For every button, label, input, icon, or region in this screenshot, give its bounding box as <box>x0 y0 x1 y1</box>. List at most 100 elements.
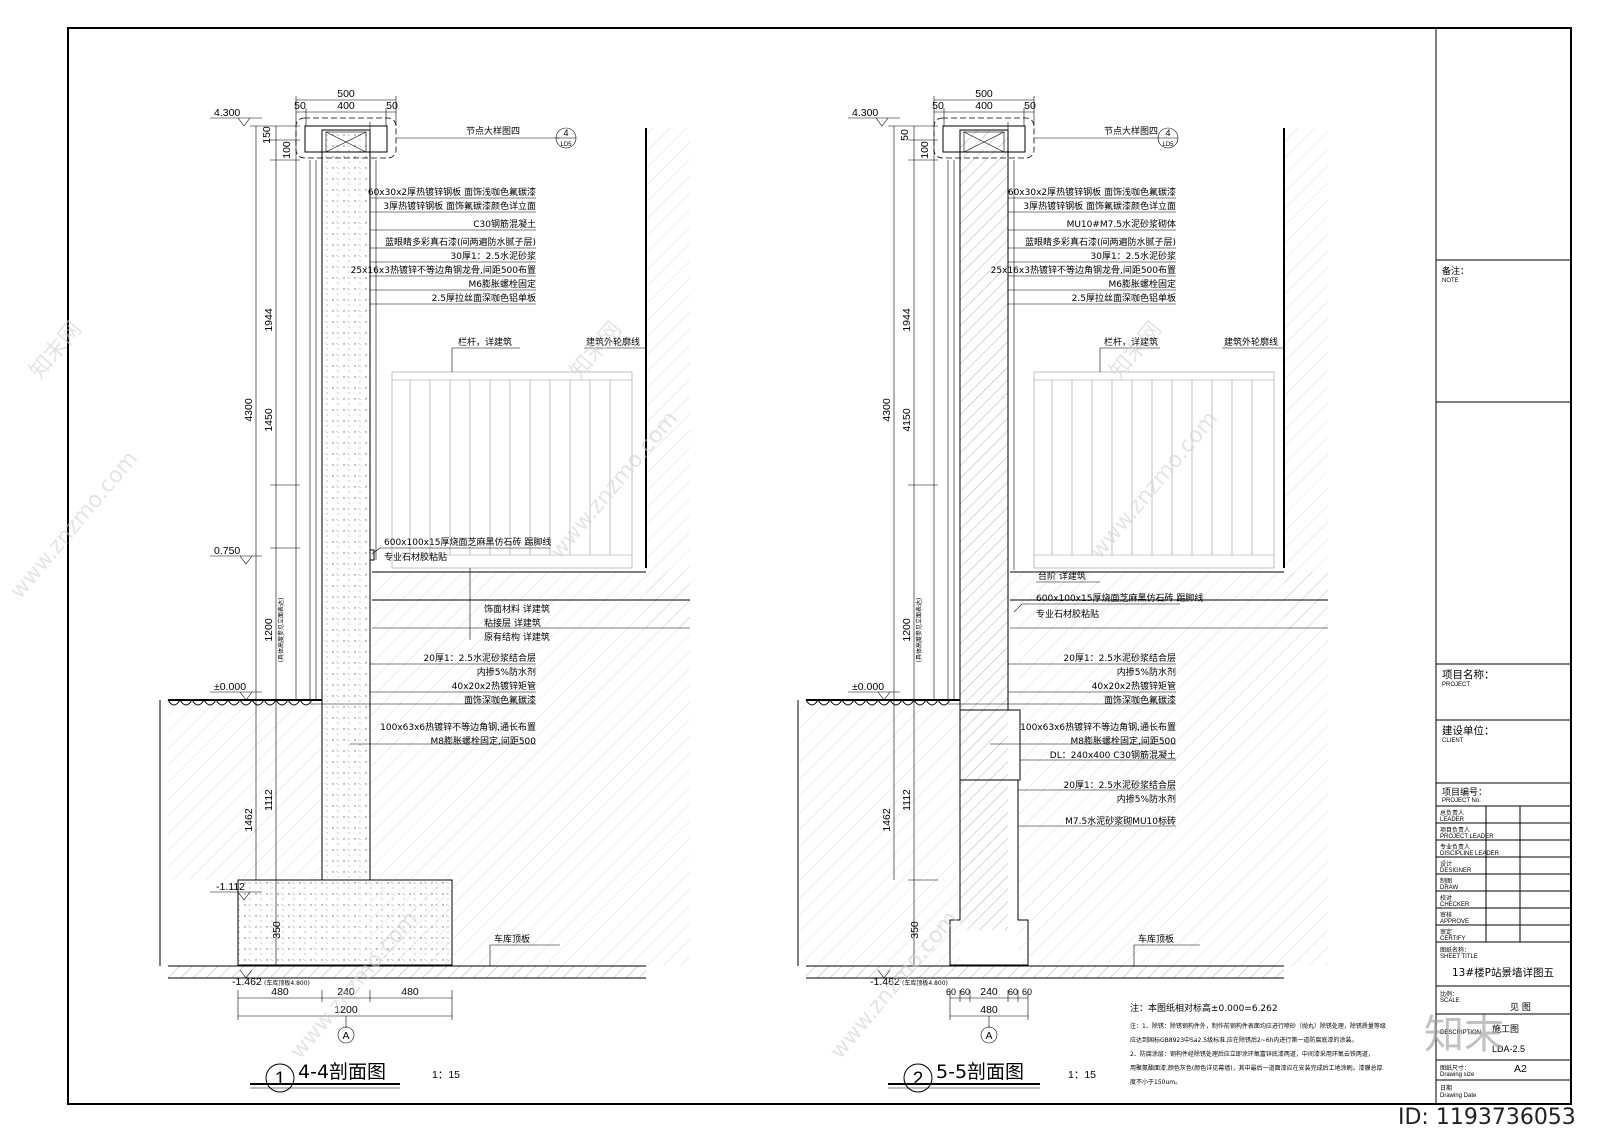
project-label-en: PROJECT <box>1442 682 1470 688</box>
watermark-brand-3: 知末网 <box>1105 317 1167 384</box>
dim-left-i: 350 <box>271 921 283 939</box>
dim-bottom-mid-2: 240 <box>980 986 998 998</box>
client-label: 建设单位： <box>1442 724 1495 737</box>
node-ref-callout: 节点大样图四 4 LD5 <box>396 125 577 149</box>
callout-7: M6膨胀螺栓固定 <box>469 278 537 290</box>
callout-1-2: 60x30x2厚热镀锌钢板 面饰浅咖色氟碳漆 <box>1008 186 1176 198</box>
dim-bottom-total-2: 480 <box>980 1004 998 1016</box>
section-scale-2: 1：15 <box>1068 1069 1096 1081</box>
stage-value: 施工图 <box>1492 1023 1519 1035</box>
role-7-en: APPROVE <box>1440 919 1469 925</box>
note-line-5: 用聚氨酯面漆,颜色灰色(颜色详见幕墙)，其中最后一道面漆应在安装完成后工地涂刷。… <box>1130 1064 1383 1072</box>
material-callouts-2: 60x30x2厚热镀锌钢板 面饰浅咖色氟碳漆 3厚热镀锌钢板 面饰氟碳漆颜色详立… <box>991 122 1176 310</box>
project-no-label-en: PROJECT No. <box>1442 798 1481 804</box>
axis-label-2: A <box>985 1030 992 1042</box>
node-ref-callout-2: 节点大样图四 4 LD5 <box>1034 125 1179 149</box>
rail-label: 栏杆，详建筑 <box>458 336 512 348</box>
callout-3: C30钢筋混凝土 <box>473 218 536 230</box>
scale-value: 见 图 <box>1510 1002 1531 1013</box>
dim-left-c: 1944 <box>263 308 275 332</box>
role-5: 制图 <box>1440 877 1452 885</box>
dim-bottom-mid: 240 <box>337 986 355 998</box>
dim-top-right: 50 <box>386 100 398 112</box>
callout-7-2: M6膨胀螺栓固定 <box>1109 278 1177 290</box>
dim-bottom-c-2: 60 <box>1008 987 1018 997</box>
lower-callout-5-2: 100x63x6热镀锌不等边角钢,通长布置 <box>1020 721 1176 733</box>
note-line-4: 2、防腐涂层：钢构件经除锈处理后应立即涂环氧富锌底漆两道，中间漆采用环氧云铁两道… <box>1130 1050 1374 1058</box>
scale-label: 比例： <box>1440 990 1458 998</box>
node-ref-label: 节点大样图四 <box>466 125 520 137</box>
elevation-zero: ±0.000 <box>214 681 246 693</box>
section-title: 1 4-4剖面图 1：15 <box>250 1061 460 1093</box>
layer-label-3: 原有结构 详建筑 <box>484 631 550 643</box>
dim-left-b: 100 <box>281 141 293 159</box>
dim-left-f: 1200 <box>263 618 275 642</box>
lower-callout-6-2: M8膨胀螺栓固定,间距500 <box>1070 735 1176 747</box>
dim-left-g-2: 1462 <box>881 808 893 832</box>
elevation-bottom-2: -1.462 <box>870 976 900 988</box>
lower-callout-6: M8膨胀螺栓固定,间距500 <box>430 735 536 747</box>
callout-6-2: 25x16x3热镀锌不等边角钢龙骨,间距500布置 <box>991 264 1176 276</box>
layer-label-2: 粘接层 详建筑 <box>484 617 541 629</box>
lower-callout-9-2: 内掺5%防水剂 <box>1117 793 1176 805</box>
sheet-number: LDA-2.5 <box>1492 1044 1525 1054</box>
callout-4-2: 蓝眼睛多彩真石漆(间两遍防水腻子层) <box>1025 236 1176 248</box>
general-notes: 注：本图纸相对标高±0.000=6.262 注：1、除锈：除锈钢构件外，制作前钢… <box>1130 1002 1386 1086</box>
date-label-en: Drawing Date <box>1440 1093 1477 1099</box>
dim-left-g: 1462 <box>243 808 255 832</box>
sheet-title-label: 图纸名称： <box>1440 946 1470 954</box>
dim-bottom-right: 480 <box>401 986 419 998</box>
callout-2-2: 3厚热镀锌钢板 面饰氟碳漆颜色详立面 <box>1023 200 1176 212</box>
section-title-text-2: 5-5剖面图 <box>936 1061 1024 1083</box>
dim-bottom-a-2: 60 <box>946 987 956 997</box>
client-label-en: CLIENT <box>1442 738 1464 744</box>
slab-label: 车库顶板 <box>494 933 530 945</box>
elevation-bottom-note: (车库顶板4.800) <box>264 979 310 987</box>
callout-6: 25x16x3热镀锌不等边角钢龙骨,间距500布置 <box>351 264 536 276</box>
node-ref-label-2: 节点大样图四 <box>1104 125 1158 137</box>
dim-left-d-2: 4300 <box>881 398 893 422</box>
scale-label-en: SCALE <box>1440 998 1460 1004</box>
plinth-label: 600x100x15厚烧面芝麻黑仿石砖 踢脚线 <box>384 536 551 548</box>
stage-label-en: DESCRIPTION <box>1440 1030 1481 1036</box>
dim-top-mid: 400 <box>337 100 355 112</box>
note-label-en: NOTE <box>1442 278 1459 284</box>
size-label-en: Drawing size <box>1440 1072 1475 1078</box>
role-6-en: CHECKER <box>1440 902 1470 908</box>
role-1: 总负责人 <box>1440 809 1464 817</box>
dim-top-right-2: 50 <box>1024 100 1036 112</box>
dim-top-left-2: 50 <box>932 100 944 112</box>
callout-5: 30厚1：2.5水泥砂浆 <box>451 250 537 262</box>
step-label-2: 台阶 详建筑 <box>1038 570 1086 582</box>
callout-5-2: 30厚1：2.5水泥砂浆 <box>1091 250 1177 262</box>
section-number: 1 <box>275 1069 286 1090</box>
watermark-site-1: www.znzmo.com <box>5 446 143 603</box>
note-line-1: 注：本图纸相对标高±0.000=6.262 <box>1130 1002 1278 1014</box>
watermark-id: ID: 1193736053 <box>1398 1105 1576 1130</box>
dim-bottom-left: 480 <box>271 986 289 998</box>
role-2: 项目负责人 <box>1440 826 1470 834</box>
dim-left-a-2: 50 <box>899 129 911 141</box>
dim-top-mid-2: 400 <box>975 100 993 112</box>
lower-callout-7-2: DL：240x400 C30钢筋混凝土 <box>1050 749 1176 761</box>
axis-label: A <box>342 1030 349 1042</box>
lower-callout-5: 100x63x6热镀锌不等边角钢,通长布置 <box>380 721 536 733</box>
lower-callout-1-2: 20厚1：2.5水泥砂浆结合层 <box>1064 652 1177 664</box>
dim-left-f-2: 1200 <box>901 618 913 642</box>
dim-left-e-2: 4150 <box>901 408 913 432</box>
elevation-markers-2: 4.300 ±0.000 -1.462 (车库顶板4.800) <box>848 107 968 988</box>
outline-label: 建筑外轮廓线 <box>586 336 640 348</box>
lower-callout-3-2: 40x20x2热镀锌矩管 <box>1092 680 1176 692</box>
lower-callout-8-2: 20厚1：2.5水泥砂浆结合层 <box>1064 779 1177 791</box>
note-line-6: 度不小于150um。 <box>1130 1078 1181 1086</box>
role-8-en: CERTIFY <box>1440 936 1466 942</box>
date-label: 日期 <box>1440 1084 1452 1092</box>
elevation-top: 4.300 <box>214 107 240 119</box>
watermark-brand-2: 知末网 <box>565 317 627 384</box>
elevation-mid: 0.750 <box>214 545 240 557</box>
rail-label-2: 栏杆，详建筑 <box>1104 336 1158 348</box>
dim-left-f-note-2: (具体高度参见立面表达) <box>915 598 923 663</box>
lower-callout-10-2: M7.5水泥砂浆砌MU10标砖 <box>1065 815 1176 827</box>
node-ref-sub: LD5 <box>560 142 572 148</box>
